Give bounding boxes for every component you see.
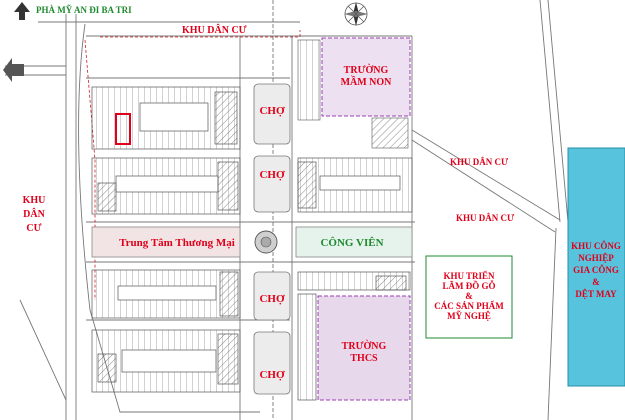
school-label-line1: TRƯỜNG — [341, 341, 387, 352]
arrow-left-icon — [3, 58, 24, 82]
industrial-label-line1: KHU CÔNG — [571, 241, 621, 251]
arrow-up-icon — [14, 2, 30, 20]
commercial-center-label: Trung Tâm Thương Mại — [119, 237, 235, 249]
residential-left-line2: DÂN — [23, 209, 45, 220]
industrial-label-line3: GIA CÔNG — [573, 265, 619, 275]
park-label: CÔNG VIÊN — [320, 237, 384, 249]
residential-left-line3: CƯ — [26, 223, 42, 234]
highlighted-lot — [115, 113, 131, 145]
market-blocks — [253, 83, 291, 395]
park-area — [295, 226, 413, 258]
residential-right-label-1: KHU DÂN CƯ — [450, 157, 509, 167]
exhibition-area — [425, 255, 513, 339]
exhibition-label-line3: & — [465, 291, 473, 301]
exhibition-label-line5: MỸ NGHỆ — [447, 311, 491, 321]
market-label-1: CHỢ — [259, 105, 285, 117]
market-label-2: CHỢ — [259, 169, 285, 181]
right-residential — [297, 157, 413, 401]
kindergarten-label-line2: MẦM NON — [340, 77, 392, 88]
exhibition-label-line1: KHU TRIỂN — [443, 271, 495, 281]
residential-top-label: KHU DÂN CƯ — [182, 25, 247, 36]
road-label-top: PHÀ MỸ AN ĐI BA TRI — [36, 5, 132, 15]
market-label-4: CHỢ — [259, 369, 285, 381]
kindergarten-label-line1: TRƯỜNG — [343, 65, 389, 76]
school-area — [317, 295, 411, 401]
exhibition-label-line2: LÃM ĐỒ GỖ — [442, 281, 496, 291]
commercial-center-area — [91, 226, 241, 258]
industrial-area — [567, 147, 625, 387]
compass-icon — [344, 2, 368, 26]
industrial-label-line4: & — [592, 277, 600, 287]
kindergarten-area — [321, 37, 411, 117]
exhibition-label-line4: CÁC SẢN PHẨM — [434, 301, 504, 311]
residential-right-label-2: KHU DÂN CƯ — [456, 213, 515, 223]
market-label-3: CHỢ — [259, 293, 285, 305]
road-network — [5, 0, 569, 420]
school-label-line2: THCS — [350, 353, 378, 364]
residential-left-line1: KHU — [22, 195, 46, 206]
industrial-label-line5: DỆT MAY — [575, 289, 617, 299]
industrial-label-line2: NGHIỆP — [578, 253, 614, 263]
